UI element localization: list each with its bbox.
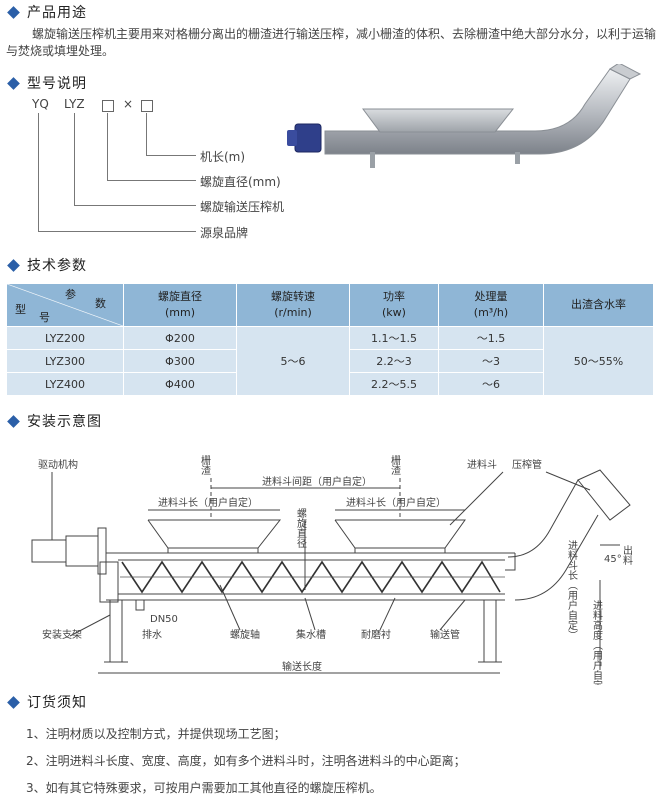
model-part-brand: YQ [32,97,49,111]
model-placeholder-length [141,100,153,112]
order-item-3: 3、如有其它特殊要求，可按用户需要加工其他直径的螺旋压榨机。 [26,781,382,795]
section-install: 安装示意图 [6,412,102,430]
spec-table: 参 数 型 号 螺旋直径(mm) 螺旋转速(r/min) 功率(kw) 处理量(… [6,283,654,396]
cell-diameter: Φ200 [123,326,237,350]
leader-line [146,155,196,156]
corner-text: 参 [65,288,76,301]
cell-power: 1.1～1.5 [349,326,439,350]
order-item-2: 2、注明进料斗长度、宽度、高度，如有多个进料斗时，注明各进料斗的中心距离； [26,754,466,768]
label-incline-length: 进料斗长（用户自定） [566,540,578,640]
leader-line [74,205,196,206]
model-placeholder-diameter [102,100,114,112]
label-shaft: 螺旋轴 [230,628,260,641]
table-row: LYZ300 Φ300 2.2～3 ～3 [6,349,654,373]
cell-power: 2.2～3 [349,349,439,373]
leader-line [107,113,108,180]
cell-diameter: Φ300 [123,349,237,373]
leader-line [107,180,196,181]
label-total-length: 输送长度 [282,660,322,673]
usage-paragraph: 螺旋输送压榨机主要用来对格栅分离出的栅渣进行输送压榨，减小栅渣的体积、去除栅渣中… [6,27,657,58]
product-illustration [287,64,642,168]
cell-model: LYZ200 [6,326,124,350]
cell-moisture: 50～55% [543,326,654,396]
section-title: 订货须知 [27,695,87,711]
table-header-row: 参 数 型 号 螺旋直径(mm) 螺旋转速(r/min) 功率(kw) 处理量(… [6,283,654,327]
label-type: 螺旋输送压榨机 [200,200,285,214]
section-title: 产品用途 [27,5,87,21]
label-screw-diameter: 螺旋直径 [295,508,307,548]
label-drain: 排水 [142,628,162,641]
label-hopper-length-1: 进料斗长（用户自定） [158,496,258,509]
label-length: 机长(m) [200,150,246,164]
diamond-bullet-icon [7,695,20,709]
diagram-linework [31,469,631,674]
label-liner: 耐磨衬 [361,628,391,641]
cell-model: LYZ400 [6,372,124,396]
label-inlet: 进料斗 [467,458,497,471]
header-moisture: 出渣含水率 [543,283,654,327]
label-outlet: 出料 [621,544,633,566]
header-diameter: 螺旋直径(mm) [123,283,237,327]
corner-text: 型 [15,303,26,316]
diamond-bullet-icon [7,76,20,90]
table-row: LYZ200 Φ200 5～6 1.1～1.5 ～1.5 50～55% [6,326,654,396]
section-usage: 产品用途 [6,3,87,21]
diamond-bullet-icon [7,414,20,428]
label-conveyor-pipe: 输送管 [430,628,460,641]
label-fence-1: 栅渣 [199,454,211,475]
section-params: 技术参数 [6,256,87,274]
table-row: LYZ400 Φ400 2.2～5.5 ～6 [6,372,654,396]
label-drive: 驱动机构 [38,458,78,471]
label-hopper-length-2: 进料斗长（用户自定） [346,496,446,509]
cell-capacity: ～3 [438,349,544,373]
cell-speed: 5～6 [236,326,350,396]
installation-diagram: 驱动机构 栅渣 栅渣 进料斗间距（用户自定） 进料斗长（用户自定） 进料斗长（用… [31,454,633,685]
order-item-1: 1、注明材质以及控制方式，并提供现场工艺图； [26,727,286,741]
section-model: 型号说明 [6,74,87,92]
label-angle: 45° [604,554,622,565]
model-part-series: LYZ [64,97,85,111]
cell-diameter: Φ400 [123,372,237,396]
header-power: 功率(kw) [349,283,439,327]
header-capacity: 处理量(m³/h) [438,283,544,327]
diamond-bullet-icon [7,258,20,272]
section-order: 订货须知 [6,693,87,711]
diamond-bullet-icon [7,5,20,19]
cell-model: LYZ300 [6,349,124,373]
section-title: 技术参数 [27,258,87,274]
corner-text: 数 [95,297,106,310]
leader-line [74,113,75,205]
label-press-pipe: 压榨管 [512,458,542,471]
label-dn50: DN50 [150,614,178,625]
cell-power: 2.2～5.5 [349,372,439,396]
label-hopper-spacing: 进料斗间距（用户自定） [262,475,372,488]
header-speed: 螺旋转速(r/min) [236,283,350,327]
corner-cell: 参 数 型 号 [6,283,124,327]
cell-capacity: ～6 [438,372,544,396]
label-diameter: 螺旋直径(mm) [200,175,281,189]
label-brand: 源泉品牌 [200,226,249,240]
leader-line [38,231,196,232]
label-support: 安装支架 [42,628,82,641]
corner-text: 号 [39,311,50,324]
label-trough: 集水槽 [296,628,326,641]
label-lift-length: 进料高度（用户自定） [591,600,603,685]
section-title: 型号说明 [27,76,87,92]
cell-capacity: ～1.5 [438,326,544,350]
machine-body [287,64,642,168]
leader-line [38,113,39,231]
label-fence-2: 栅渣 [389,454,401,475]
leader-line [146,113,147,155]
section-title: 安装示意图 [27,414,102,430]
model-times-sign: × [123,97,134,111]
